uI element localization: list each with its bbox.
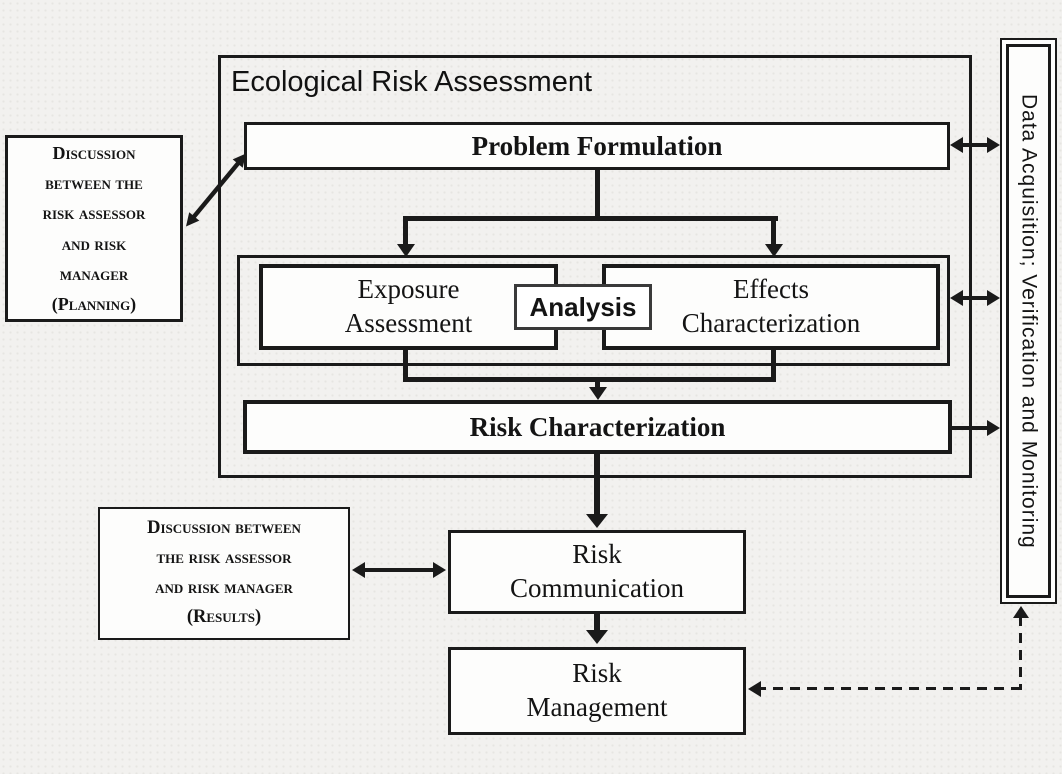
connector-merge-right-drop [771,348,776,382]
arrowhead-merge-down [589,387,607,400]
arrowhead-to-exposure [397,244,415,257]
risk-management-line2: Management [526,692,668,722]
exposure-assessment-box: Exposure Assessment [259,264,558,350]
discussion-results-box: Discussion between the risk assessor and… [98,507,350,640]
connector-pf-left-drop [403,216,408,246]
discussion-results-line3: and risk manager [155,577,293,598]
risk-communication-line1: Risk [572,539,622,570]
connector-rc-to-rcomm [594,454,600,515]
connector-rc-to-bar [952,426,990,430]
arrowhead-bar-into-analysis [950,290,963,306]
discussion-planning-line1: Discussion [52,142,136,163]
connector-merge-bar [403,377,776,382]
arrowhead-dashed-into-rmgmt [748,681,761,697]
analysis-label: Analysis [529,291,637,322]
discussion-planning-line6: (Planning) [51,293,137,314]
connector-pf-to-bar [960,143,992,147]
risk-characterization-label: Risk Characterization [469,411,726,442]
risk-characterization-box: Risk Characterization [243,400,952,454]
discussion-results-line1: Discussion between [147,518,301,539]
discussion-planning-line3: risk assessor [42,203,146,224]
discussion-results-line2: the risk assessor [156,547,292,568]
discussion-results-line4: (Results) [186,607,262,628]
effects-characterization-box: Effects Characterization [602,264,940,350]
dashed-line-horizontal [756,687,1022,690]
effects-characterization-line2: Characterization [681,308,861,338]
risk-communication-box: Risk Communication [448,530,746,614]
effects-characterization-line1: Effects [733,274,809,305]
risk-communication-line2: Communication [510,573,684,603]
data-acquisition-bar: Data Acquisition; Verification and Monit… [1006,44,1051,598]
discussion-planning-line4: and risk [61,233,127,254]
dashed-line-vertical [1019,616,1022,690]
discussion-planning-line5: manager [59,263,129,284]
arrow-results-to-rcomm [362,568,436,572]
connector-merge-left-drop [403,348,408,382]
risk-management-line1: Risk [572,658,622,689]
era-title: Ecological Risk Assessment [231,66,593,98]
arrowhead-to-risk-management [586,630,608,644]
connector-rcomm-to-rmgmt [594,614,600,631]
arrowhead-bar-into-pf [950,137,963,153]
connector-analysis-to-bar [960,296,992,300]
exposure-assessment-line1: Exposure [357,274,460,305]
arrowhead-into-results [352,562,365,578]
arrowhead-to-risk-communication [586,514,608,528]
exposure-assessment-line2: Assessment [344,308,473,338]
connector-pf-split-bar [403,216,778,221]
problem-formulation-box: Problem Formulation [244,122,950,170]
problem-formulation-label: Problem Formulation [471,130,723,161]
discussion-planning-box: Discussion between the risk assessor and… [5,135,183,322]
analysis-label-box: Analysis [514,284,652,330]
risk-management-box: Risk Management [448,647,746,735]
arrowhead-into-rcomm [433,562,446,578]
connector-pf-right-drop [771,216,776,246]
arrowhead-rc-into-bar [987,420,1000,436]
arrowhead-to-effects [765,244,783,257]
discussion-planning-line2: between the [45,173,143,194]
data-acquisition-label: Data Acquisition; Verification and Monit… [1017,93,1041,549]
arrowhead-pf-into-bar [987,137,1000,153]
connector-pf-stem [595,170,600,219]
arrow-planning-to-pf [186,153,246,227]
connector-merge-stem [595,377,600,389]
arrowhead-dashed-into-bar [1013,606,1029,618]
arrowhead-analysis-into-bar [987,290,1000,306]
analysis-container-box [237,255,950,366]
